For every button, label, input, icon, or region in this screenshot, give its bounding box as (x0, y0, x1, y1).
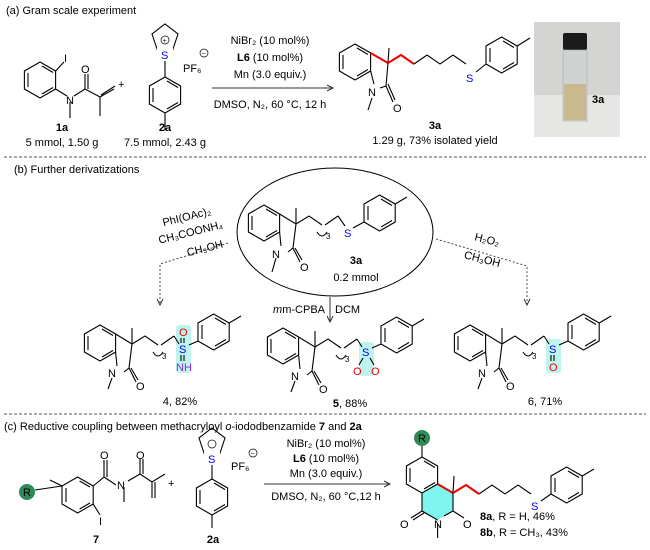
svg-text:N: N (434, 519, 442, 531)
highlight-box (359, 342, 374, 376)
svg-text:0.2 mmol: 0.2 mmol (333, 272, 378, 284)
svg-text:O: O (549, 362, 558, 374)
reaction-arrow-right (435, 238, 528, 304)
svg-text:N: N (272, 249, 280, 261)
svg-text:NiBr₂ (10 mol%): NiBr₂ (10 mol%) (287, 438, 366, 450)
svg-text:O: O (371, 366, 380, 378)
reaction-arrow-a (212, 84, 335, 92)
svg-text:mm-CPBA: mm-CPBA (273, 304, 326, 316)
svg-text:PF₆: PF₆ (231, 461, 250, 473)
chain-subscript: 3 (532, 352, 537, 361)
svg-text:O: O (353, 366, 362, 378)
svg-text:O: O (300, 262, 309, 274)
product-8a-label: 8a, R = H, 46% (480, 511, 555, 523)
svg-text:Mn (3.0 equiv.): Mn (3.0 equiv.) (234, 69, 307, 81)
section-b-title: (b) Further derivatizations (14, 164, 140, 176)
svg-text:S: S (344, 228, 351, 240)
svg-text:O: O (179, 327, 188, 339)
product-3a-yield: 1.29 g, 73% isolated yield (372, 135, 497, 147)
section-a-title: (a) Gram scale experiment (6, 5, 136, 17)
svg-text:I: I (64, 53, 67, 65)
plus-sign: + (118, 79, 124, 91)
svg-text:NiBr₂ (10 mol%): NiBr₂ (10 mol%) (231, 35, 310, 47)
svg-text:3a: 3a (350, 255, 363, 267)
svg-text:2a: 2a (207, 534, 220, 546)
svg-text:S: S (179, 344, 186, 356)
compound-3a-structure: N O S (338, 36, 531, 115)
compound-1a-structure: I N O (23, 53, 116, 118)
compound-8-structure: S R N O O (400, 430, 595, 538)
compound-2a-structure: S + PF₆ − (148, 23, 209, 130)
svg-text:O: O (393, 103, 402, 115)
svg-text:5 mmol, 1.50 g: 5 mmol, 1.50 g (26, 137, 99, 149)
compound-3a-start-structure: 3 S N O (247, 194, 408, 274)
svg-text:DMSO, N₂, 60 °C, 12 h: DMSO, N₂, 60 °C, 12 h (214, 99, 327, 111)
svg-text:L6 (10 mol%): L6 (10 mol%) (237, 52, 303, 64)
svg-text:3a: 3a (592, 94, 605, 106)
svg-text:S: S (362, 347, 369, 359)
reaction-arrow-middle (326, 297, 334, 324)
svg-text:O: O (136, 450, 145, 462)
svg-text:O: O (400, 519, 409, 531)
svg-text:O: O (319, 384, 328, 396)
svg-text:2a: 2a (159, 122, 172, 134)
svg-text:DMSO, N₂, 60 °C,12 h: DMSO, N₂, 60 °C,12 h (271, 491, 381, 503)
svg-text:−: − (251, 451, 255, 458)
product-5-label: 5, 88% (333, 398, 367, 410)
svg-text:O: O (81, 64, 90, 76)
svg-text:PF₆: PF₆ (183, 63, 202, 75)
svg-text:N: N (368, 87, 376, 99)
svg-text:−: − (202, 51, 206, 58)
highlight-box (176, 325, 191, 373)
reaction-arrow-left (159, 242, 229, 304)
svg-text:S: S (161, 50, 168, 62)
starting-material-ellipse (236, 167, 434, 297)
reaction-arrow-c (264, 480, 392, 488)
svg-text:CH₃OH: CH₃OH (186, 239, 225, 260)
svg-text:H₂O₂: H₂O₂ (473, 231, 500, 249)
svg-text:7.5 mmol, 2.43 g: 7.5 mmol, 2.43 g (124, 137, 206, 149)
svg-text:N: N (66, 95, 74, 107)
svg-text:+: + (163, 38, 167, 45)
chain-subscript: 3 (162, 352, 167, 361)
svg-text:N: N (117, 480, 125, 492)
svg-text:O: O (100, 450, 109, 462)
svg-text:7: 7 (93, 534, 99, 546)
svg-text:O: O (506, 381, 515, 393)
svg-text:O: O (136, 381, 145, 393)
svg-text:1a: 1a (56, 122, 69, 134)
compound-7-structure: R I N O O (19, 450, 166, 528)
svg-text:S: S (549, 344, 556, 356)
product-8b-label: 8b, R = CH₃, 43% (480, 527, 568, 539)
product-3a-label: 3a (429, 120, 442, 132)
svg-text:O: O (463, 519, 472, 531)
svg-text:+: + (168, 478, 174, 490)
compound-2a-structure-c: S PF₆ − (195, 427, 258, 528)
svg-text:DCM: DCM (335, 304, 360, 316)
section-c-title: (c) Reductive coupling between methacryl… (4, 421, 363, 433)
svg-text:L6 (10 mol%): L6 (10 mol%) (293, 453, 359, 465)
svg-text:NH: NH (176, 362, 192, 374)
svg-text:N: N (291, 371, 299, 383)
product-6-label: 6, 71% (528, 396, 562, 408)
product-vial-photo: 3a (534, 22, 620, 137)
svg-text:I: I (99, 516, 102, 528)
svg-text:N: N (478, 368, 486, 380)
svg-text:N: N (108, 368, 116, 380)
svg-text:R: R (418, 433, 426, 445)
svg-text:R: R (23, 487, 31, 499)
product-4-label: 4, 82% (163, 396, 197, 408)
svg-text:Mn (3.0 equiv.): Mn (3.0 equiv.) (290, 468, 363, 480)
chain-subscript: 3 (345, 355, 350, 364)
svg-text:S: S (531, 501, 538, 513)
svg-text:S: S (466, 73, 473, 85)
svg-text:S: S (208, 454, 215, 466)
svg-text:3: 3 (326, 232, 331, 241)
